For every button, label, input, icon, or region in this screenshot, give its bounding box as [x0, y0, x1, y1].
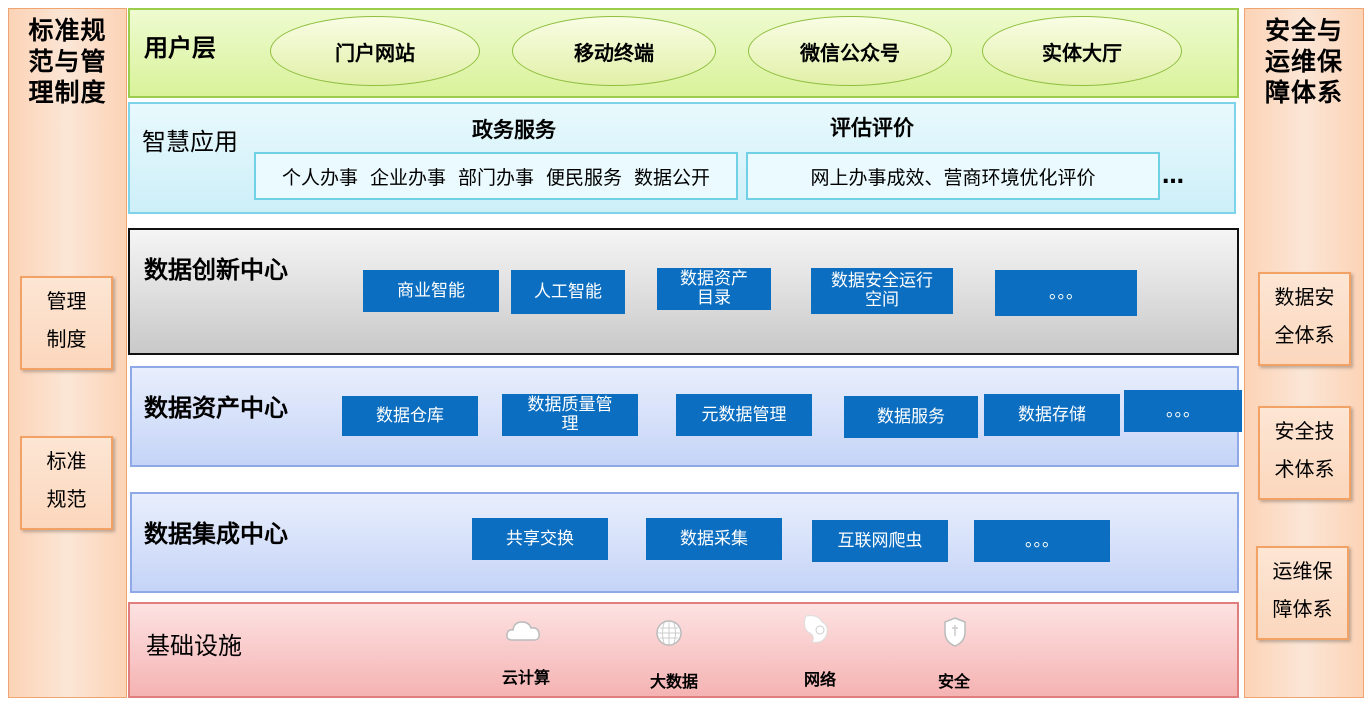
asset-more-box: 。。。: [1124, 390, 1242, 432]
box-line: 规范: [46, 487, 87, 511]
box-line: 数据安全运行: [831, 271, 933, 291]
metadata-management-box: 元数据管理: [676, 394, 812, 436]
box-line: 术体系: [1274, 457, 1335, 481]
gov-service-item: 数据公开: [634, 166, 711, 189]
management-system-box: 管理 制度: [20, 276, 113, 370]
web-crawler-box: 互联网爬虫: [812, 520, 948, 562]
mobile-terminal-oval: 移动终端: [512, 16, 716, 86]
right-title-line: 障体系: [1264, 78, 1343, 107]
data-warehouse-box: 数据仓库: [342, 396, 478, 436]
evaluation-header: 评估评价: [830, 116, 914, 140]
wechat-account-oval: 微信公众号: [748, 16, 952, 86]
integration-more-box: 。。。: [974, 520, 1110, 562]
data-security-space-box: 数据安全运行 空间: [811, 268, 953, 314]
big-data-label: 大数据: [649, 672, 698, 691]
left-title-line: 标准规: [28, 16, 107, 45]
box-line: 安全技: [1274, 419, 1335, 443]
data-storage-box: 数据存储: [984, 394, 1120, 436]
network-icon: [800, 612, 832, 646]
network-label: 网络: [803, 670, 836, 689]
infrastructure-layer: 基础设施 云计算 大数据 网络 安全: [128, 602, 1239, 698]
data-collection-box: 数据采集: [646, 518, 782, 560]
gov-service-item: 部门办事: [457, 166, 534, 189]
box-line: 标准: [46, 449, 87, 473]
standards-box: 标准 规范: [20, 436, 113, 530]
gov-service-box: 个人办事 企业办事 部门办事 便民服务 数据公开: [254, 152, 738, 200]
innovation-center-layer: 数据创新中心 商业智能 人工智能 数据资产 目录 数据安全运行 空间 。。。: [128, 228, 1239, 355]
user-layer-title: 用户层: [144, 34, 216, 62]
innovation-more-box: 。。。: [995, 270, 1137, 316]
security-label: 安全: [937, 672, 970, 691]
box-line: 数据安: [1274, 285, 1335, 309]
box-line: 制度: [46, 327, 87, 351]
smart-app-title: 智慧应用: [142, 128, 238, 156]
cloud-label: 云计算: [501, 668, 550, 687]
data-security-system-box: 数据安 全体系: [1258, 272, 1351, 366]
portal-website-oval: 门户网站: [270, 16, 480, 86]
shield-icon: [942, 616, 968, 648]
smart-application-layer: 智慧应用 政务服务 评估评价 个人办事 企业办事 部门办事 便民服务 数据公开 …: [128, 102, 1236, 214]
left-title-line: 范与管: [28, 47, 107, 76]
box-line: 运维保: [1272, 559, 1333, 583]
gov-service-header: 政务服务: [472, 118, 556, 142]
box-line: 目录: [697, 288, 731, 308]
security-tech-system-box: 安全技 术体系: [1258, 406, 1351, 500]
ops-support-system-box: 运维保 障体系: [1256, 546, 1349, 640]
app-ellipsis: …: [1162, 164, 1184, 189]
asset-center-title: 数据资产中心: [144, 394, 288, 422]
infrastructure-title: 基础设施: [146, 632, 242, 660]
data-service-box: 数据服务: [844, 396, 978, 438]
right-column-title: 安全与 运维保 障体系: [1245, 15, 1363, 108]
box-line: 全体系: [1274, 323, 1335, 347]
integration-center-layer: 数据集成中心 共享交换 数据采集 互联网爬虫 。。。: [130, 492, 1239, 593]
gov-service-item: 便民服务: [546, 166, 623, 189]
big-data-icon: [654, 618, 684, 648]
data-quality-box: 数据质量管 理: [502, 394, 638, 436]
right-title-line: 运维保: [1264, 47, 1343, 76]
right-title-line: 安全与: [1264, 16, 1343, 45]
left-column-title: 标准规 范与管 理制度: [9, 15, 126, 108]
business-intelligence-box: 商业智能: [363, 270, 499, 312]
gov-service-item: 个人办事: [281, 166, 358, 189]
service-hall-oval: 实体大厅: [982, 16, 1182, 86]
box-line: 数据资产: [680, 269, 748, 289]
artificial-intelligence-box: 人工智能: [511, 270, 625, 314]
integration-center-title: 数据集成中心: [144, 520, 288, 548]
evaluation-box: 网上办事成效、营商环境优化评价: [746, 152, 1160, 200]
box-line: 理: [561, 414, 579, 434]
box-line: 数据质量管: [527, 395, 613, 415]
asset-center-layer: 数据资产中心 数据仓库 数据质量管 理 元数据管理 数据服务 数据存储: [130, 366, 1239, 467]
data-asset-catalog-box: 数据资产 目录: [657, 268, 771, 310]
innovation-center-title: 数据创新中心: [144, 256, 288, 284]
user-layer: 用户层 门户网站 移动终端 微信公众号 实体大厅: [128, 8, 1239, 98]
box-line: 空间: [865, 290, 899, 310]
box-line: 管理: [46, 289, 87, 313]
cloud-icon: [504, 616, 544, 644]
box-line: 障体系: [1272, 597, 1333, 621]
gov-service-item: 企业办事: [369, 166, 446, 189]
sharing-exchange-box: 共享交换: [472, 518, 608, 560]
left-title-line: 理制度: [28, 78, 107, 107]
